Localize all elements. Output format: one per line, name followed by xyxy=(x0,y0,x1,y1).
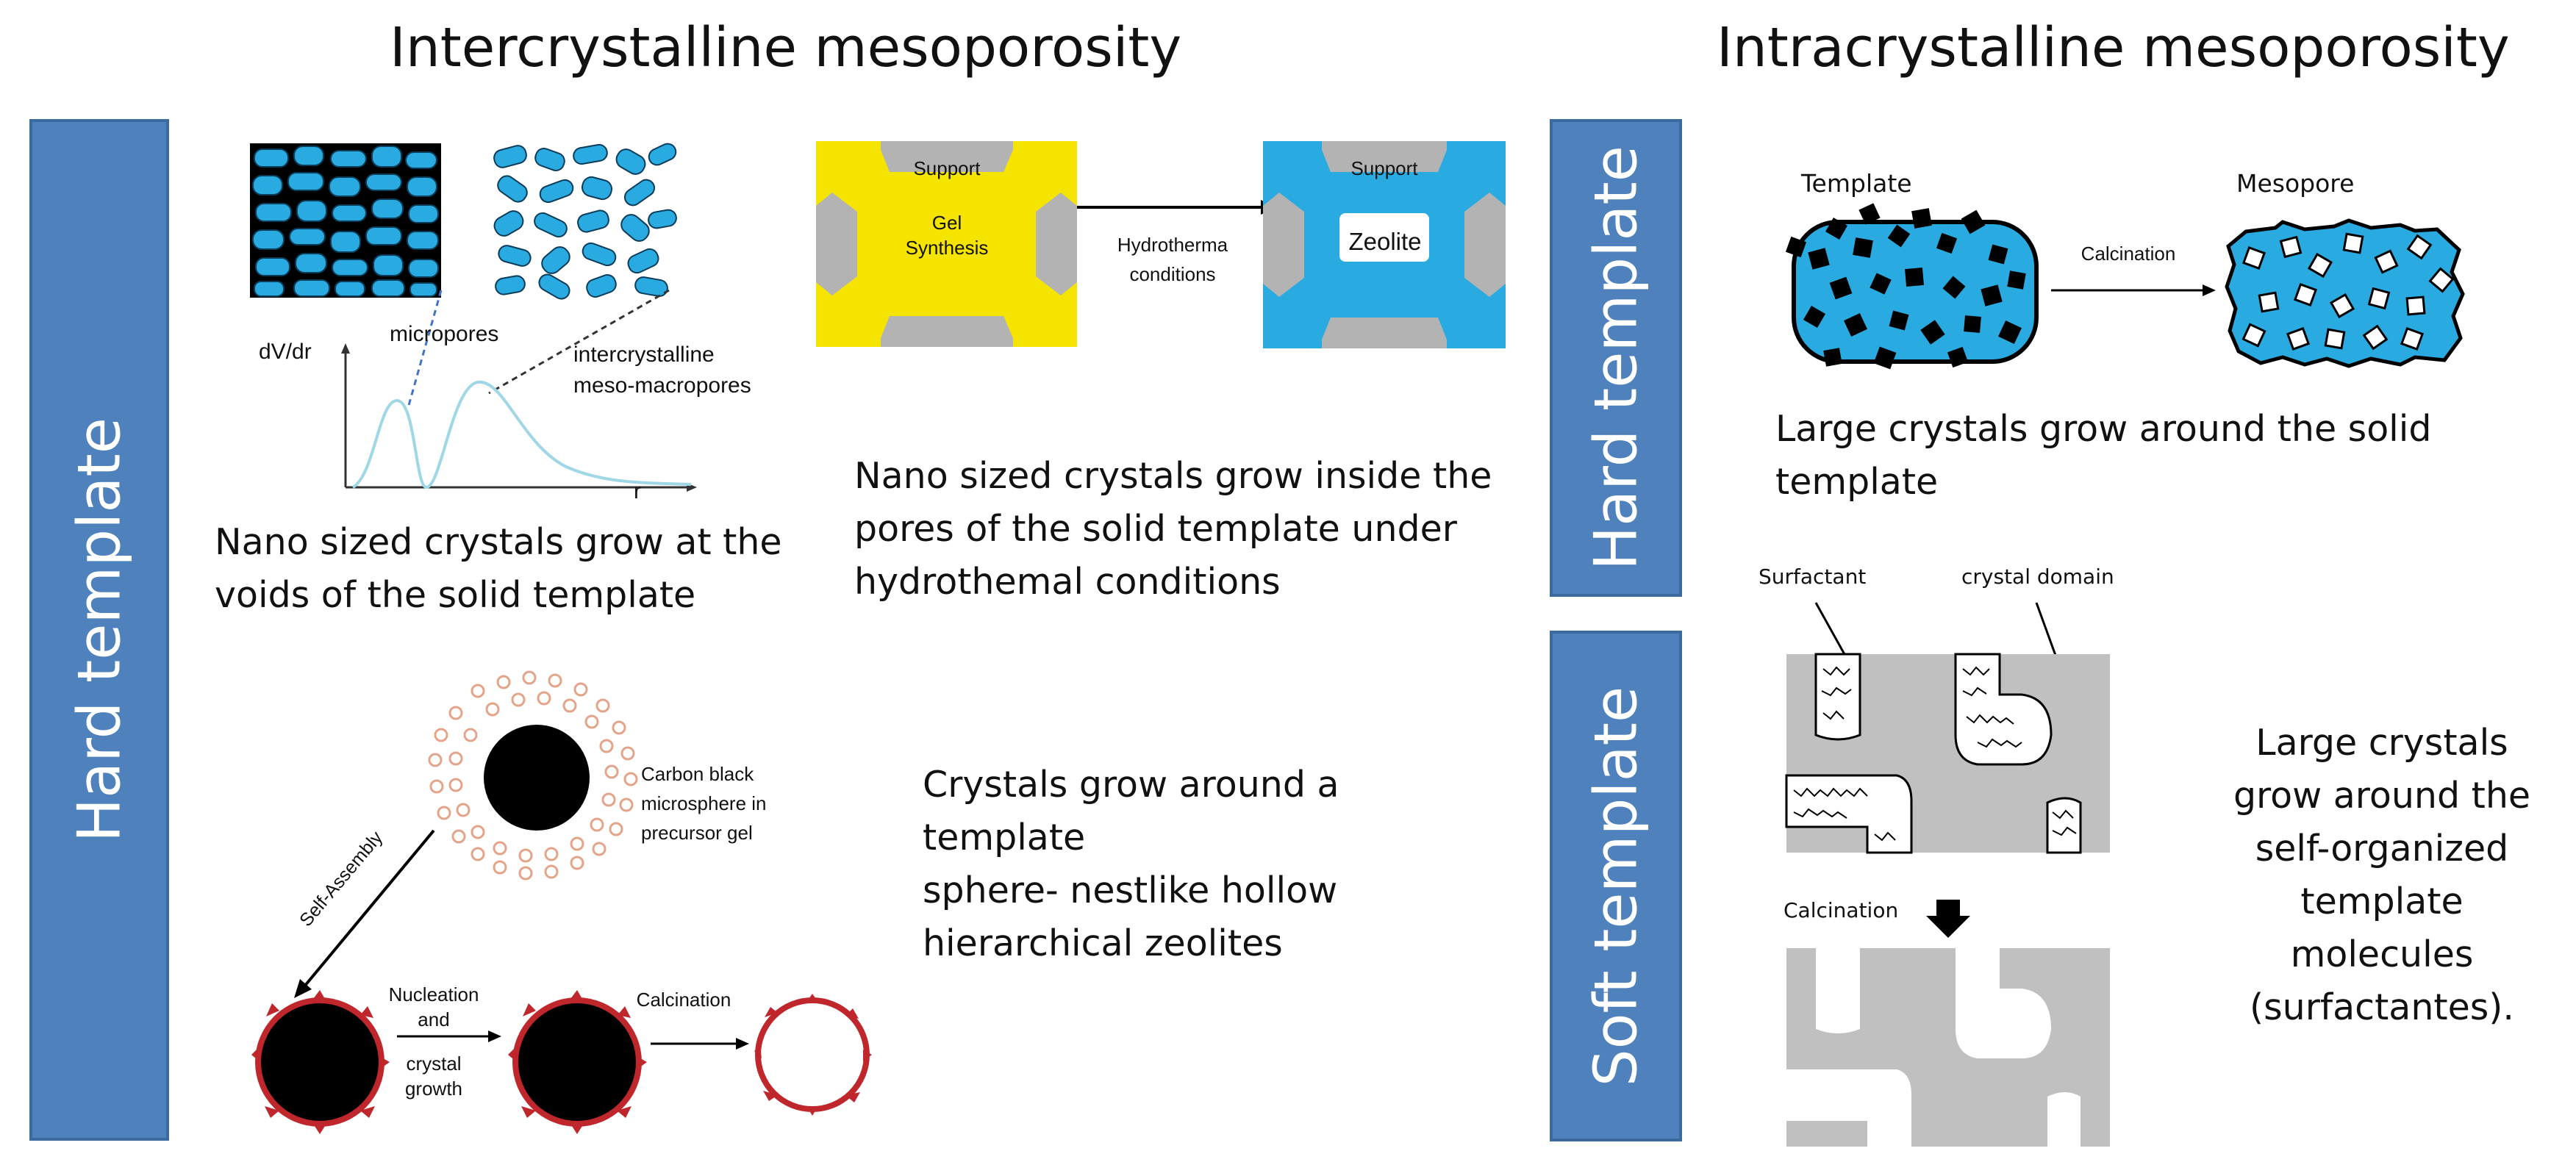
left-hard-template-bar: Hard template xyxy=(29,119,169,1141)
intercrystalline-label: intercrystalline xyxy=(573,343,715,367)
intercrystalline-heading: Intercrystalline mesoporosity xyxy=(390,16,1182,79)
conditions-label: conditions xyxy=(1129,263,1216,285)
nucleation-label: Nucleation xyxy=(388,983,479,1005)
crystal-domain-label: crystal domain xyxy=(1961,564,2114,589)
pore-size-distribution-plot xyxy=(341,289,697,492)
inter-panel3-caption: Crystals grow around a template sphere- … xyxy=(923,764,1339,964)
growth-label: growth xyxy=(404,1078,463,1100)
gel-synthesis-diagram xyxy=(816,141,1077,347)
surfactant-label: Surfactant xyxy=(1759,564,1867,589)
self-assembly-arrow xyxy=(294,829,435,998)
right-hard-template-label: Hard template xyxy=(1581,145,1650,571)
hydrothermal-arrow xyxy=(1077,200,1277,215)
template-label: Template xyxy=(1801,169,1912,198)
dvdr-axis-label: dV/dr xyxy=(259,340,312,364)
meso-macropores-label: meso-macropores xyxy=(573,373,751,398)
and-label: and xyxy=(418,1008,450,1030)
inter-panel2-caption: Nano sized crystals grow inside the pore… xyxy=(854,455,1492,603)
synthesis-label: Synthesis xyxy=(905,237,989,259)
support-left-label: Support xyxy=(913,157,981,179)
mesopore-crystal-image xyxy=(2225,218,2465,368)
calcination-arrow-left xyxy=(651,1038,749,1050)
carbon-black-label: Carbon black xyxy=(641,763,754,785)
loose-crystal-pack-image xyxy=(491,143,679,300)
zeolite-in-support-diagram xyxy=(1263,141,1506,348)
template-crystal-image xyxy=(1785,203,2039,370)
support-right-label: Support xyxy=(1350,157,1418,179)
coated-sphere-2 xyxy=(508,990,647,1134)
right-soft-template-bar: Soft template xyxy=(1550,631,1682,1141)
calcined-mesopore-image xyxy=(1786,948,2110,1147)
carbon-black-in-gel-image xyxy=(428,670,638,881)
r-axis-label: r xyxy=(634,479,641,503)
dense-crystal-pack-image xyxy=(250,143,441,298)
mesopore-label: Mesopore xyxy=(2236,169,2355,198)
calcination-label-left: Calcination xyxy=(636,989,731,1011)
crystal-label: crystal xyxy=(406,1053,462,1075)
zeolite-label: Zeolite xyxy=(1348,228,1422,255)
inter-panel1-caption: Nano sized crystals grow at the voids of… xyxy=(215,521,782,616)
right-soft-template-label: Soft template xyxy=(1581,686,1650,1086)
left-hard-template-label: Hard template xyxy=(65,417,134,843)
microsphere-label: microsphere in xyxy=(641,792,767,814)
micropores-label: micropores xyxy=(390,322,499,346)
calcination-down-arrow xyxy=(1926,900,1970,938)
calcination-arrow-right-top xyxy=(2051,284,2216,296)
coated-sphere-1 xyxy=(251,990,390,1134)
intra-hard-caption: Large crystals grow around the solid tem… xyxy=(1775,408,2432,503)
gel-label: Gel xyxy=(931,212,962,234)
intracrystalline-heading: Intracrystalline mesoporosity xyxy=(1717,16,2510,79)
calcination-label-top: Calcination xyxy=(2081,243,2176,265)
precursor-gel-label: precursor gel xyxy=(641,822,753,844)
surfactant-template-image xyxy=(1785,602,2110,854)
hollow-sphere xyxy=(754,994,872,1116)
right-hard-template-bar: Hard template xyxy=(1550,119,1682,597)
intra-soft-caption: Large crystals grow around the self-orga… xyxy=(2233,722,2531,1028)
hydrotherma-label: Hydrotherma xyxy=(1117,234,1228,256)
calcination-label-soft: Calcination xyxy=(1783,898,1899,922)
nucleation-arrow xyxy=(397,1030,501,1042)
